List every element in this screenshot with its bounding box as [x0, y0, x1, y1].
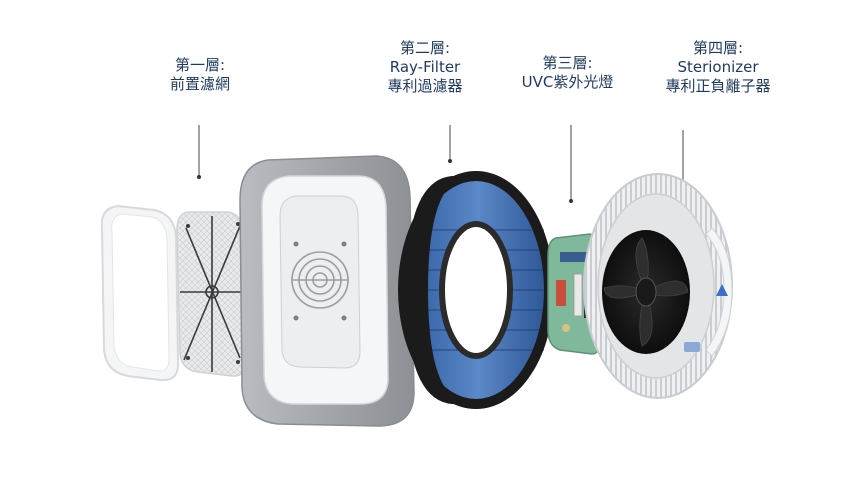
- sterionizer-housing: [583, 173, 733, 399]
- layer-4-desc: 專利正負離子器: [665, 77, 771, 95]
- leader-dot-layer-2: [448, 159, 452, 163]
- layer-2-desc: 專利過濾器: [387, 77, 463, 95]
- front-cover-panel: [100, 204, 180, 382]
- ray-filter-ring: [398, 171, 554, 409]
- layer-4-subtitle: Sterionizer: [677, 58, 759, 76]
- label-layer-2: 第二層: Ray-Filter 專利過濾器: [360, 39, 490, 96]
- label-layer-3: 第三層: UVC紫外光燈: [505, 54, 630, 92]
- layer-1-desc: 前置濾網: [169, 75, 230, 93]
- label-layer-4: 第四層: Sterionizer 專利正負離子器: [648, 39, 788, 96]
- layer-1-title: 第一層:: [174, 56, 226, 74]
- layer-3-title: 第三層:: [542, 54, 593, 72]
- layer-2-title: 第二層:: [399, 39, 451, 57]
- layer-4-title: 第四層:: [692, 39, 744, 57]
- leader-dot-layer-3: [569, 199, 573, 203]
- fan-grille-icon: [291, 251, 349, 309]
- pre-filter-mesh: [176, 211, 247, 377]
- label-layer-1: 第一層: 前置濾網: [140, 56, 260, 94]
- felt-frame-housing: [239, 155, 415, 427]
- layer-2-subtitle: Ray-Filter: [389, 58, 461, 76]
- leader-dot-layer-1: [197, 175, 201, 179]
- layer-3-subtitle: UVC紫外光燈: [521, 73, 614, 91]
